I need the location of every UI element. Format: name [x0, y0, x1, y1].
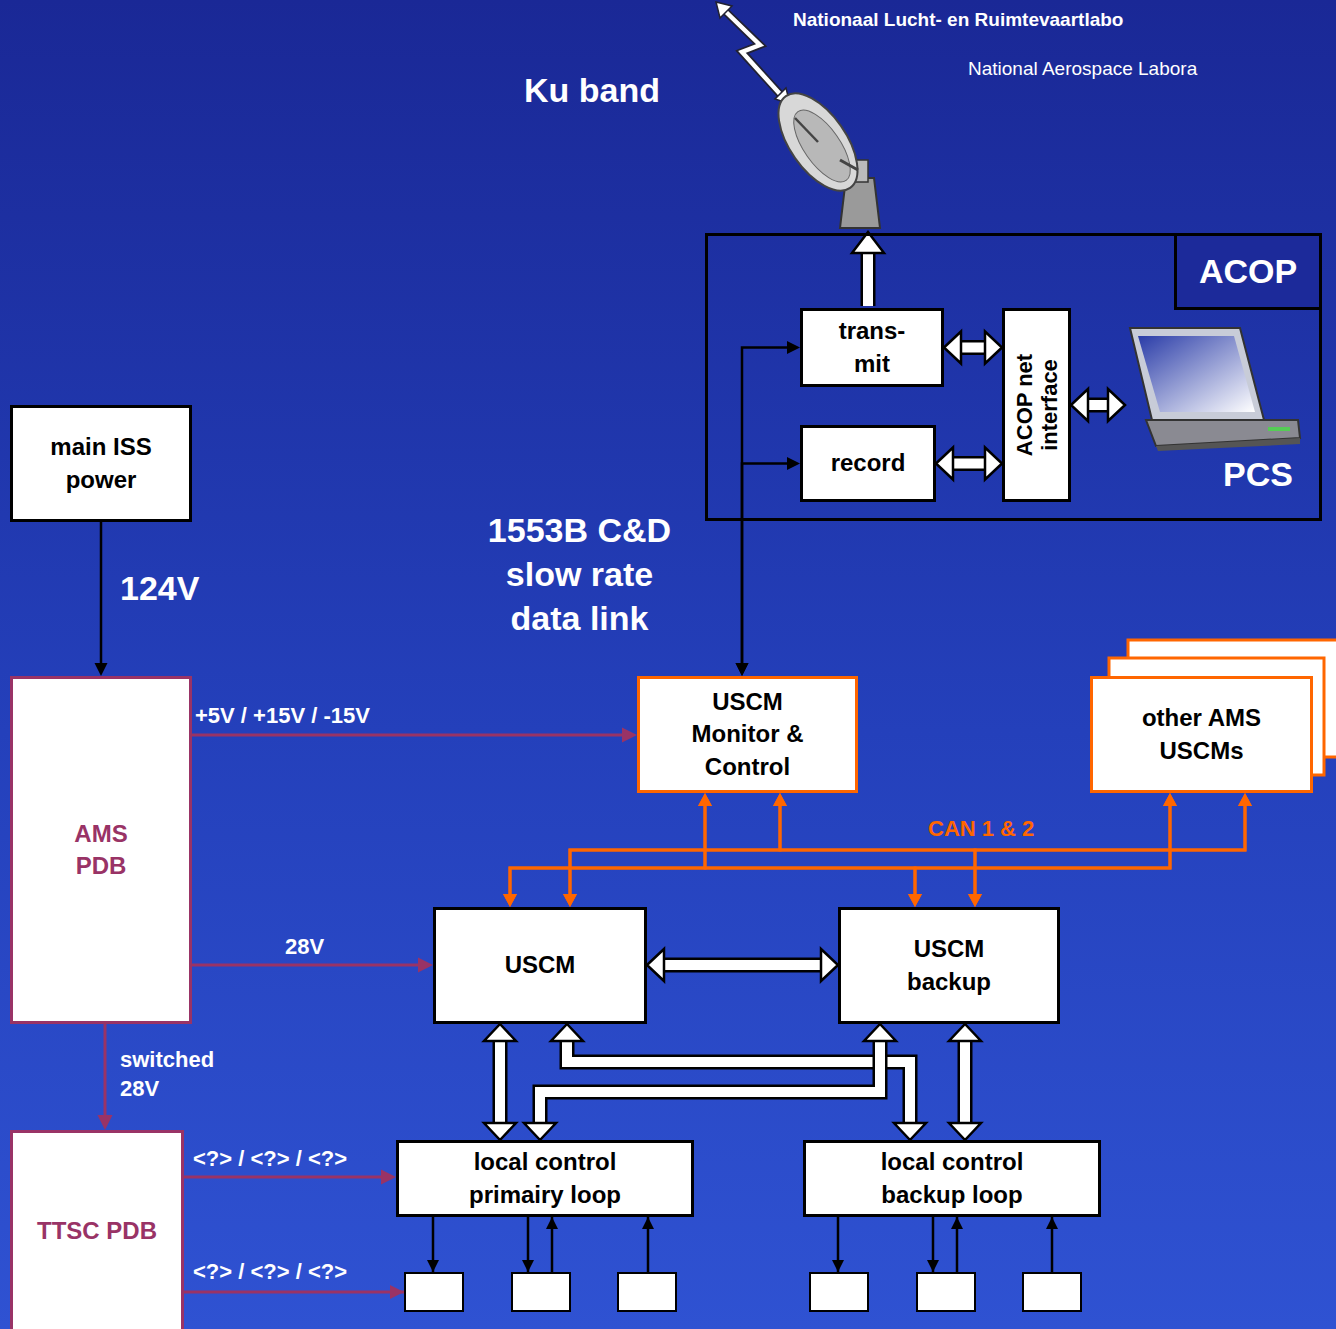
connector-label: 1553B C&D slow rate data link [467, 508, 692, 641]
connector [908, 793, 1252, 907]
connector [1071, 389, 1125, 421]
loop-control-box: local control backup loop [803, 1140, 1101, 1217]
connector-label: CAN 1 & 2 [928, 815, 1034, 844]
connector [736, 457, 801, 676]
connector [98, 1024, 113, 1130]
radio-link [716, 2, 790, 104]
box-label: AMS PDB [53, 818, 149, 883]
power-distribution-box: TTSC PDB [10, 1130, 184, 1329]
connector-label: <?> / <?> / <?> [193, 1145, 347, 1174]
connector-label: +5V / +15V / -15V [195, 702, 370, 731]
box-label: other AMS USCMs [1123, 702, 1280, 767]
text-label: Ku band [524, 68, 660, 112]
box-label: main ISS power [33, 431, 169, 496]
interface-box: ACOP net interface [1002, 308, 1071, 502]
process-box: record [800, 425, 936, 502]
connector-label: 124V [120, 566, 199, 610]
connector [484, 1024, 516, 1140]
connector [736, 341, 801, 676]
controller-box: USCM [433, 907, 647, 1024]
power-distribution-box: AMS PDB [10, 676, 192, 1024]
controller-box: other AMS USCMs [1090, 676, 1313, 793]
connector-label: 28V [285, 933, 324, 962]
box-label: local control backup loop [846, 1146, 1058, 1211]
text-label: Nationaal Lucht- en Ruimtevaartlabo [793, 8, 1123, 33]
laptop-icon [1130, 328, 1300, 451]
housing-title: ACOP [1174, 236, 1319, 310]
connector [192, 728, 637, 743]
connector [503, 793, 1252, 907]
power-source-box: main ISS power [10, 405, 192, 522]
controller-box: USCM backup [838, 907, 1060, 1024]
connector-label: switched 28V [120, 1046, 245, 1103]
connector [184, 1170, 396, 1185]
box-label: TTSC PDB [37, 1215, 157, 1247]
text-label: National Aerospace Labora [968, 57, 1197, 82]
computer-label: PCS [1223, 455, 1293, 494]
controller-box: USCM Monitor & Control [637, 676, 858, 793]
connector [936, 448, 1002, 480]
text-label: <?> / <?> / <?> [193, 1258, 347, 1287]
uplink-arrow [852, 232, 884, 306]
connector [698, 793, 982, 907]
connector [647, 949, 838, 981]
box-label: USCM Monitor & Control [670, 686, 825, 783]
connector [95, 522, 108, 676]
connector [551, 1024, 926, 1140]
connector [949, 1024, 981, 1140]
process-box: trans- mit [800, 308, 944, 387]
box-label: USCM [505, 949, 576, 981]
box-label: USCM backup [881, 933, 1017, 998]
antenna-dish [763, 80, 880, 228]
box-label: local control primairy loop [439, 1146, 651, 1211]
computer-node: PCS [1125, 320, 1315, 500]
acop-housing: ACOP trans- mit record ACOP net interfacePC… [705, 233, 1322, 521]
device-boxes [405, 1273, 1081, 1311]
connector [944, 332, 1002, 364]
box-label: record [831, 447, 906, 479]
connector [524, 1024, 896, 1140]
power-wire [184, 1291, 404, 1294]
connector [192, 958, 433, 973]
box-label: ACOP net interface [1011, 315, 1062, 495]
loop-control-box: local control primairy loop [396, 1140, 694, 1217]
box-label: trans- mit [828, 315, 916, 380]
device-wires [433, 1217, 1052, 1272]
